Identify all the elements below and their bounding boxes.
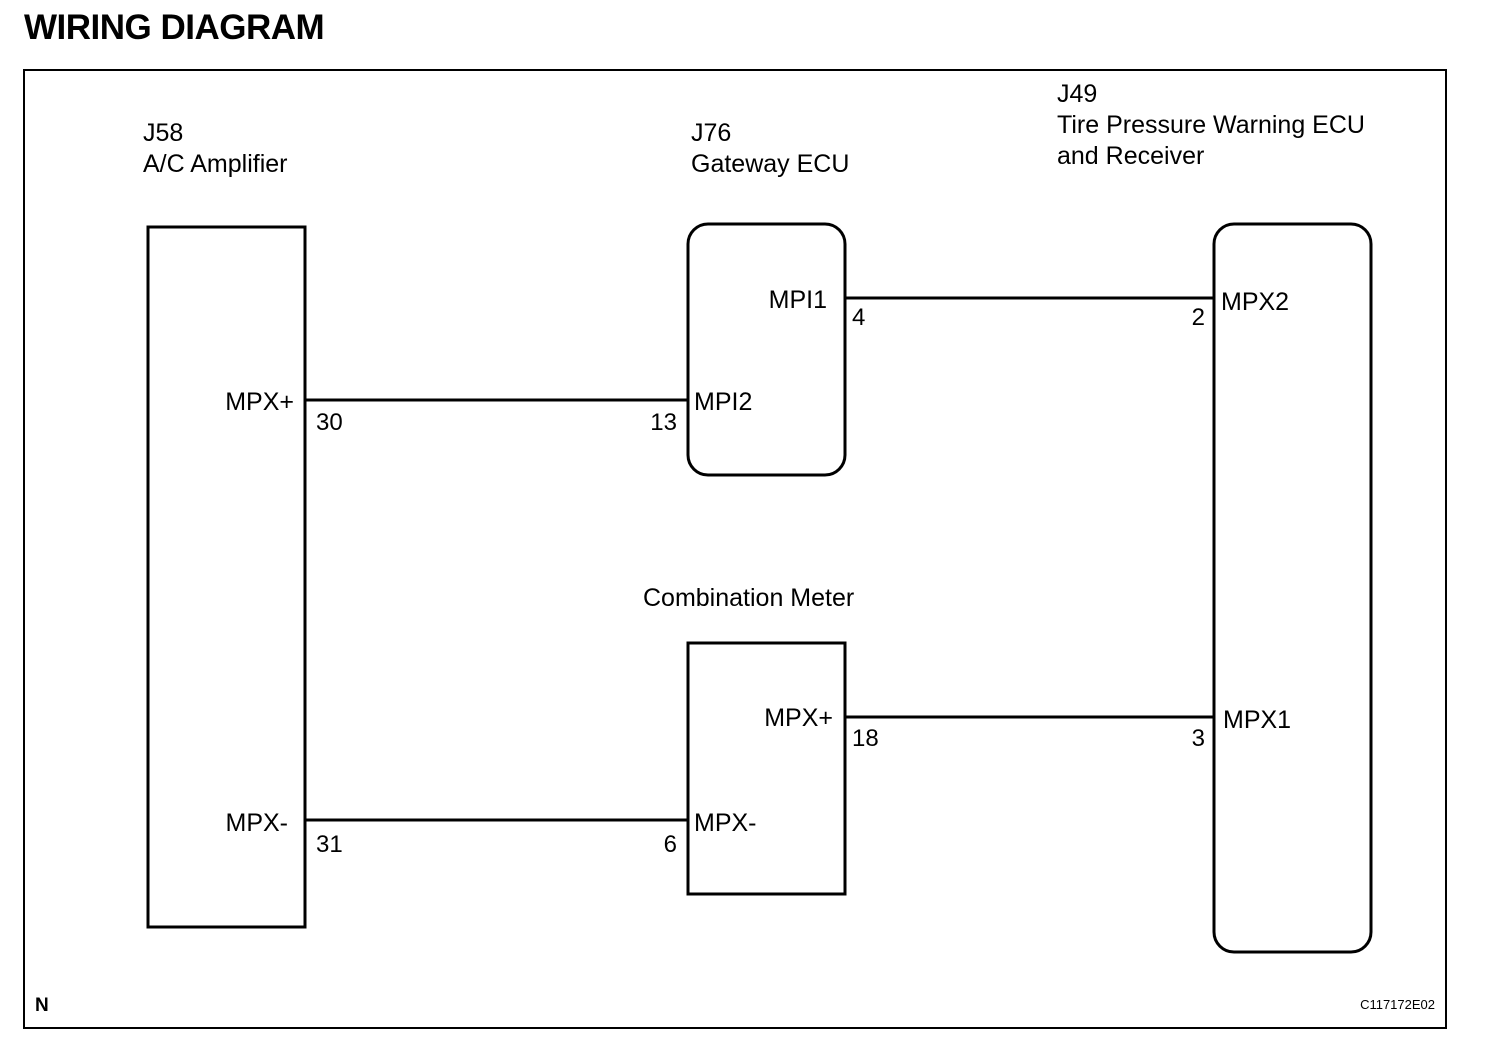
- combination-meter-box: [686, 641, 847, 896]
- pin-number-4: 4: [852, 304, 865, 331]
- pin-number-18: 18: [852, 725, 879, 752]
- gateway-ecu-name: Gateway ECU: [691, 150, 849, 178]
- ac-amplifier-pin-mpx-plus: MPX+: [225, 388, 294, 416]
- ac-amplifier-pin-mpx-minus: MPX-: [226, 809, 289, 837]
- component-gateway-ecu: J76 Gateway ECU MPI1 MPI2: [686, 119, 849, 477]
- gateway-ecu-box: [686, 222, 847, 477]
- page-title: WIRING DIAGRAM: [24, 8, 325, 47]
- figure-code: C117172E02: [1360, 997, 1435, 1012]
- footer-left-mark: N: [35, 995, 49, 1016]
- component-combination-meter: Combination Meter MPX+ MPX-: [643, 584, 854, 896]
- tire-pressure-ecu-pin-mpx2: MPX2: [1221, 288, 1289, 316]
- tire-pressure-ecu-pin-mpx1: MPX1: [1223, 706, 1291, 734]
- pin-number-3: 3: [1192, 725, 1205, 752]
- pin-number-31: 31: [316, 831, 343, 858]
- gateway-ecu-pin-mpi2: MPI2: [694, 388, 752, 416]
- gateway-ecu-pin-mpi1: MPI1: [769, 286, 827, 314]
- tire-pressure-ecu-code: J49: [1057, 80, 1097, 108]
- wire-ac-mpx-minus-to-meter-mpx-minus: 31 6: [305, 818, 688, 858]
- ac-amplifier-name: A/C Amplifier: [143, 150, 287, 178]
- component-tire-pressure-ecu: J49 Tire Pressure Warning ECU and Receiv…: [1057, 80, 1373, 954]
- combination-meter-pin-mpx-minus: MPX-: [694, 809, 757, 837]
- diagram-frame: [23, 69, 1447, 1029]
- pin-number-2: 2: [1192, 304, 1205, 331]
- wire-ac-mpx-plus-to-gateway-mpi2: 30 13: [305, 398, 688, 436]
- wire-gateway-mpi1-to-tire-mpx2: 4 2: [845, 296, 1214, 331]
- ac-amplifier-box: [146, 225, 307, 929]
- tire-pressure-ecu-name-line1: Tire Pressure Warning ECU: [1057, 111, 1365, 139]
- wire-meter-mpx-plus-to-tire-mpx1: 18 3: [845, 715, 1214, 752]
- ac-amplifier-code: J58: [143, 119, 183, 147]
- tire-pressure-ecu-name-line2: and Receiver: [1057, 142, 1204, 170]
- pin-number-13: 13: [650, 409, 677, 436]
- combination-meter-name: Combination Meter: [643, 584, 854, 612]
- tire-pressure-ecu-box: [1212, 222, 1373, 954]
- pin-number-6: 6: [664, 831, 677, 858]
- pin-number-30: 30: [316, 409, 343, 436]
- combination-meter-pin-mpx-plus: MPX+: [764, 704, 833, 732]
- component-ac-amplifier: J58 A/C Amplifier MPX+ MPX-: [143, 119, 307, 929]
- gateway-ecu-code: J76: [691, 119, 731, 147]
